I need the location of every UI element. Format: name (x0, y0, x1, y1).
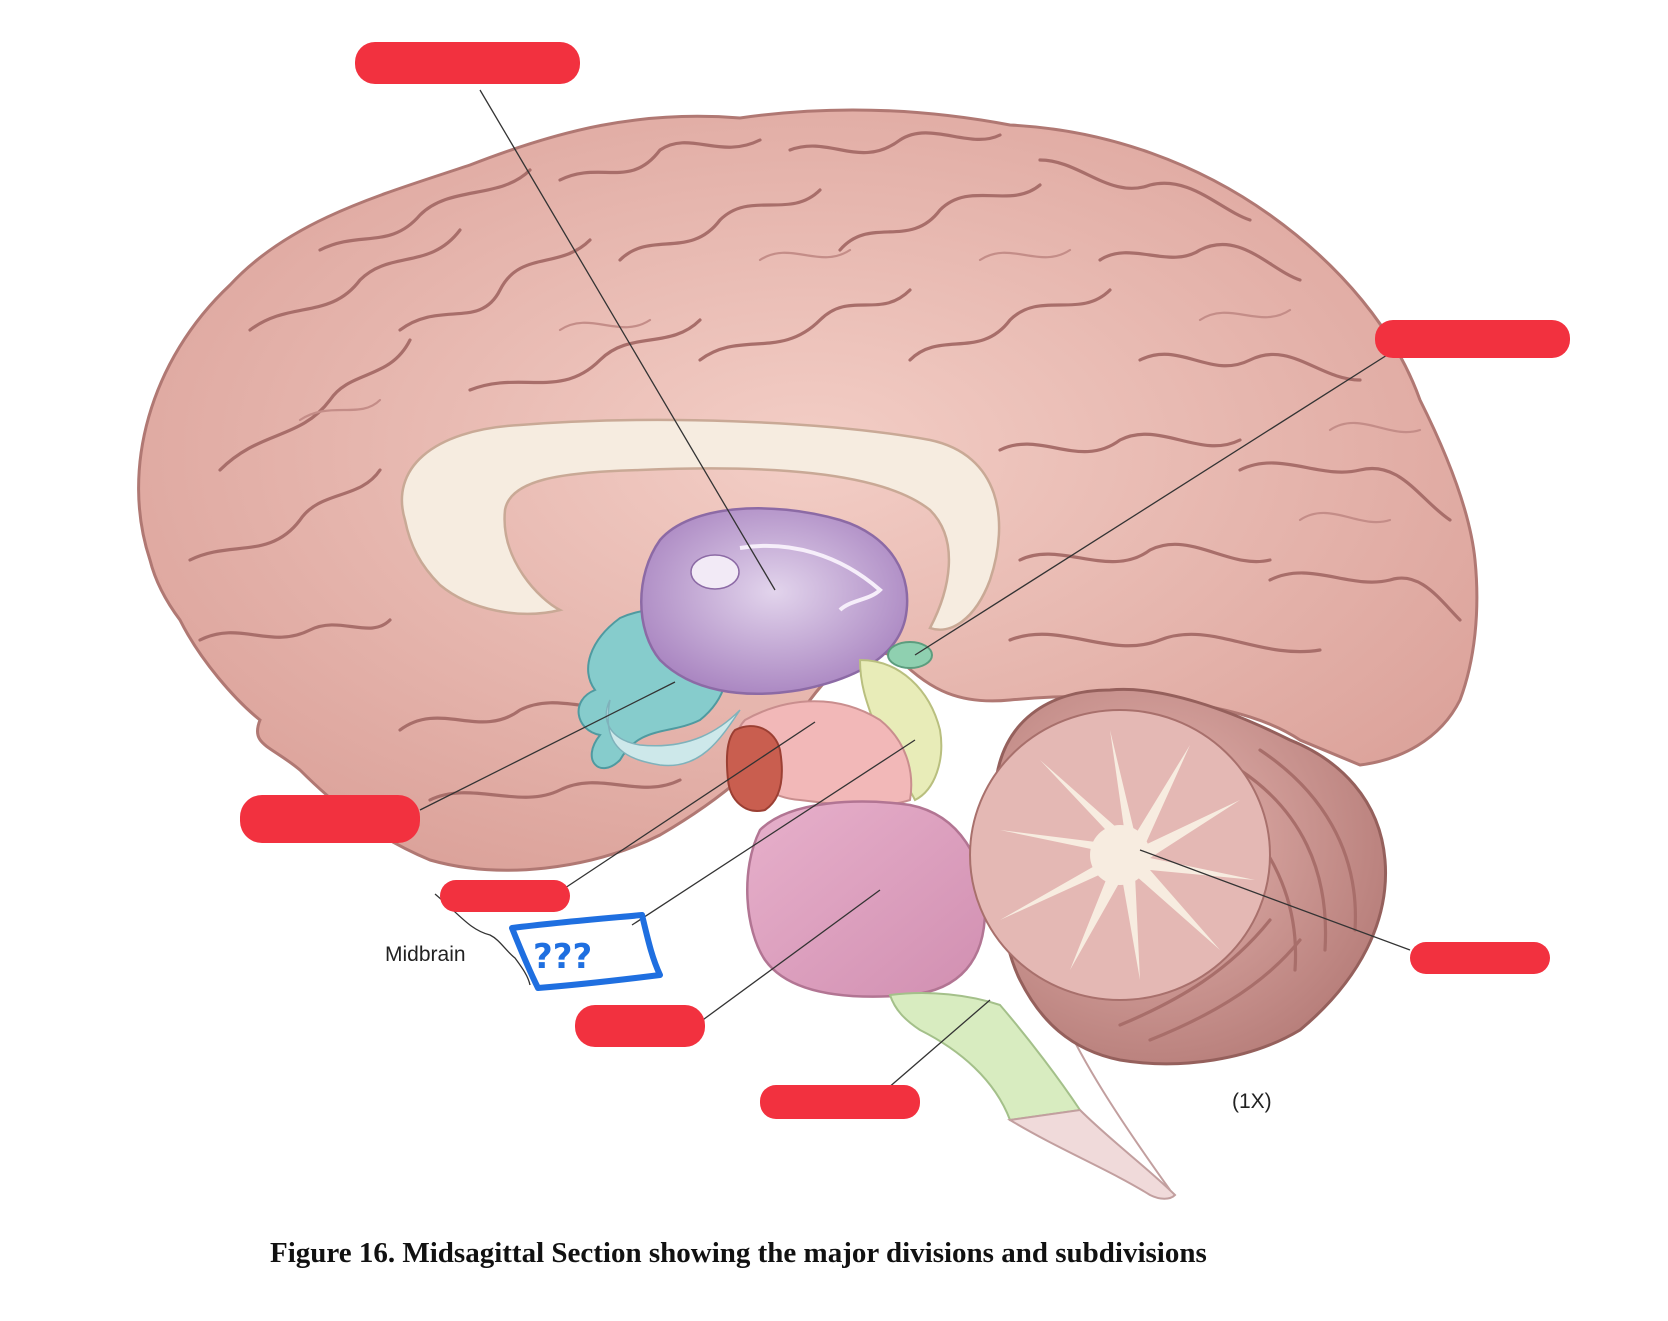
midbrain-bracket (434, 893, 531, 986)
leader-hypothalamus (419, 681, 676, 811)
thalamus (640, 507, 909, 695)
leader-medulla (879, 999, 991, 1096)
pineal-gland (887, 641, 933, 669)
cerebellum-label (1410, 942, 1550, 974)
pineal-label (1375, 320, 1570, 358)
cerebellum (969, 687, 1388, 1066)
svg-text:???: ??? (533, 937, 592, 977)
leader-pineal (914, 349, 1396, 656)
magnification-label: (1X) (1232, 1090, 1272, 1113)
leader-thalamus (479, 89, 776, 591)
leader-midbrain-tectum (631, 739, 916, 926)
leader-cerebral-peduncle (564, 721, 816, 889)
corpus-callosum (400, 418, 1001, 631)
leader-cerebellum (1139, 849, 1411, 951)
midbrain-label: Midbrain (385, 943, 466, 966)
leader-pons (699, 889, 881, 1023)
interthalamic-adhesion (690, 554, 740, 590)
optic-chiasm (605, 699, 741, 767)
pons (746, 800, 987, 998)
cerebrum (137, 108, 1479, 872)
cerebral-peduncle-label (440, 880, 570, 912)
thalamus-label (355, 42, 580, 84)
figure-caption: Figure 16. Midsagittal Section showing t… (270, 1237, 1207, 1269)
mammillary-region (725, 725, 783, 812)
medulla-label (760, 1085, 920, 1119)
hypothalamus-label (240, 795, 420, 843)
pons-label (575, 1005, 705, 1047)
spinal-cord (1007, 1108, 1177, 1200)
handwritten-question-annotation: ??? (509, 912, 663, 991)
